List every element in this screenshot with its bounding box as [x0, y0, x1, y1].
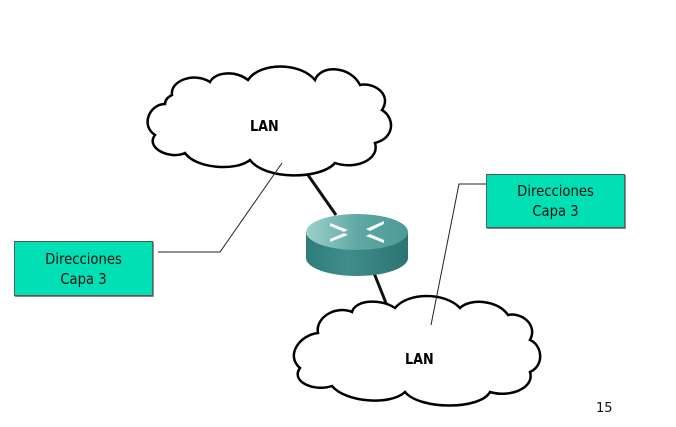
callout-right-layer3-addresses: Direcciones Capa 3 — [486, 174, 626, 228]
leader-line-right — [430, 183, 486, 326]
cloud-bottom-lan — [292, 294, 542, 407]
lan-label-bottom: LAN — [405, 350, 434, 368]
callout-left-line2: Capa 3 — [60, 269, 107, 288]
callout-right-line1: Direcciones — [517, 182, 594, 200]
link-top-lan-router — [306, 174, 338, 216]
callout-left-line1: Direcciones — [45, 249, 122, 268]
callout-right-line2: Capa 3 — [532, 202, 579, 220]
leader-line-left — [158, 162, 283, 253]
callout-left-layer3-addresses: Direcciones Capa 3 — [14, 241, 154, 296]
cloud-top-lan — [146, 65, 393, 177]
page-number: 15 — [596, 401, 613, 416]
lan-label-top: LAN — [250, 117, 279, 135]
router-icon — [306, 214, 408, 276]
